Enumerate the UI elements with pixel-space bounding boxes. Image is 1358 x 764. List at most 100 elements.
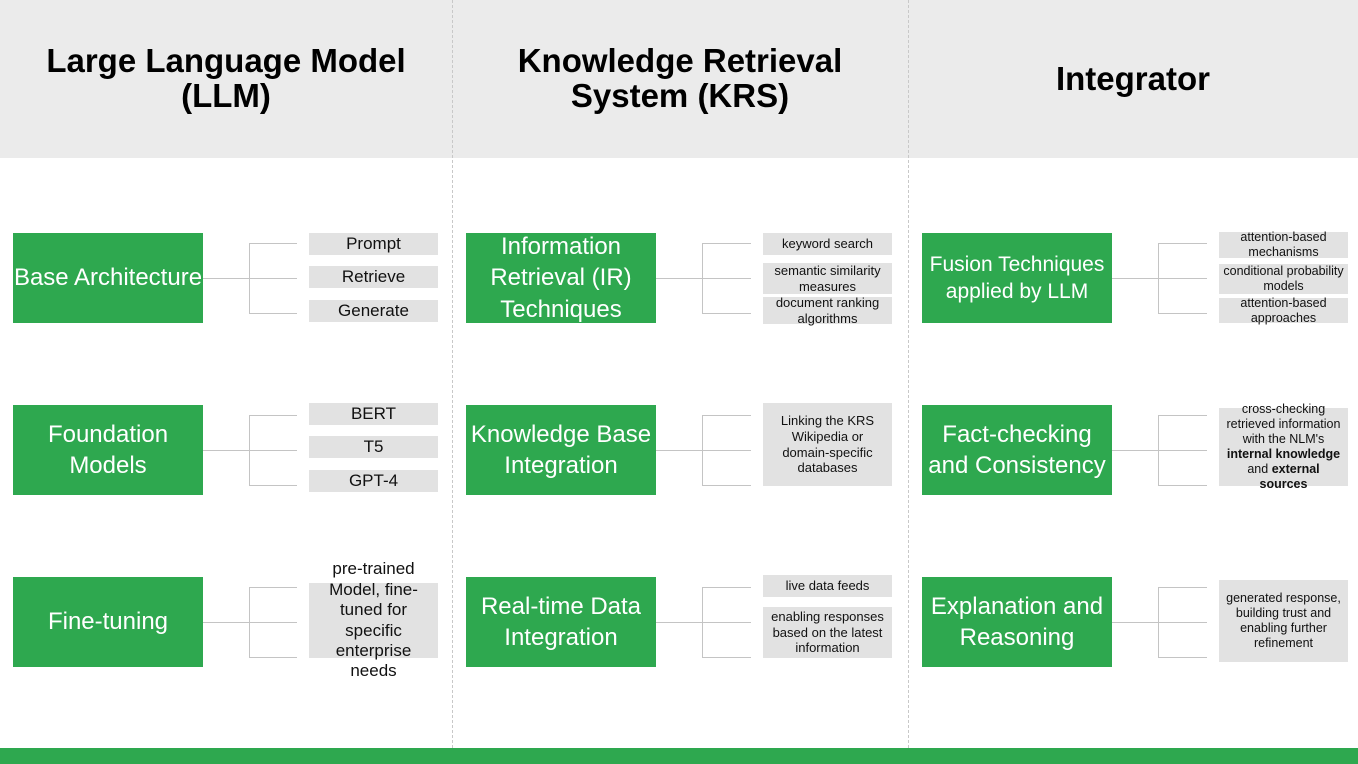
item-text: T5: [363, 436, 384, 456]
item-box: BERT: [309, 403, 438, 425]
group-box: Knowledge Base Integration: [466, 405, 656, 495]
group-box: Explanation and Reasoning: [922, 577, 1112, 667]
item-text: attention-based approaches: [1240, 295, 1327, 325]
group-label: Fact-checking and Consistency: [928, 420, 1106, 479]
group-label: Foundation Models: [47, 420, 169, 479]
connector-line: [656, 622, 702, 623]
connector-line: [203, 278, 249, 279]
group-label: Fine-tuning: [47, 608, 169, 636]
group-box: Real-time Data Integration: [466, 577, 656, 667]
group-box: Foundation Models: [13, 405, 203, 495]
branch-line: [702, 485, 751, 486]
item-text-part: and: [1247, 462, 1272, 476]
item-box: conditional probability models: [1219, 264, 1348, 294]
item-box: live data feeds: [763, 575, 892, 597]
item-text: semantic similarity measures: [774, 262, 881, 294]
branch-line: [1158, 587, 1207, 588]
item-box: keyword search: [763, 233, 892, 255]
column-header: Knowledge Retrieval System (KRS): [452, 0, 908, 158]
item-box: enabling responses based on the latest i…: [763, 607, 892, 658]
group-box: Information Retrieval (IR) Techniques: [466, 233, 656, 323]
branch-line: [1158, 485, 1207, 486]
branch-line: [249, 415, 297, 416]
footer-bar: [0, 748, 1358, 764]
item-text: BERT: [350, 403, 397, 423]
branch-line: [249, 450, 297, 451]
branch-line: [702, 587, 751, 588]
branch-line: [1158, 657, 1207, 658]
item-text-bold: external sources: [1259, 462, 1320, 491]
branch-line: [249, 243, 297, 244]
branch-line: [1158, 415, 1207, 416]
group-box: Fusion Techniques applied by LLM: [922, 233, 1112, 323]
column-header: Integrator: [908, 0, 1358, 158]
branch-line: [702, 415, 751, 416]
branch-line: [702, 450, 751, 451]
group-box: Fine-tuning: [13, 577, 203, 667]
group-label: Explanation and Reasoning: [930, 592, 1104, 651]
item-text: Retrieve: [341, 266, 406, 286]
item-box: cross-checking retrieved information wit…: [1219, 402, 1348, 491]
column-title: Integrator: [1055, 59, 1210, 97]
branch-line: [702, 278, 751, 279]
item-box: generated response, building trust and e…: [1219, 580, 1348, 662]
item-box: Linking the KRS Wikipedia or domain-spec…: [763, 403, 892, 486]
column-header: Large Language Model (LLM): [0, 0, 452, 158]
branch-line: [249, 278, 297, 279]
branch-line: [702, 313, 751, 314]
column-title: Knowledge Retrieval System (KRS): [517, 42, 843, 114]
item-box: Generate: [309, 300, 438, 322]
branch-line: [249, 622, 297, 623]
item-text: cross-checking retrieved information wit…: [1219, 402, 1348, 492]
item-box: T5: [309, 436, 438, 458]
connector-line: [656, 450, 702, 451]
column-title: Large Language Model (LLM): [46, 42, 406, 114]
item-text-bold: internal knowledge: [1226, 447, 1341, 461]
group-label: Fusion Techniques applied by LLM: [929, 252, 1105, 303]
connector-line: [656, 278, 702, 279]
branch-line: [249, 313, 297, 314]
item-box: Prompt: [309, 233, 438, 255]
branch-line: [249, 485, 297, 486]
branch-line: [1158, 622, 1207, 623]
branch-line: [1158, 450, 1207, 451]
connector-line: [1112, 278, 1158, 279]
item-text: keyword search: [781, 236, 874, 252]
item-box: attention-based approaches: [1219, 295, 1348, 325]
connector-line: [203, 622, 249, 623]
branch-line: [1158, 313, 1207, 314]
item-box: attention-based mechanisms: [1219, 230, 1348, 259]
item-text: conditional probability models: [1223, 264, 1344, 293]
branch-line: [702, 657, 751, 658]
item-text-part: cross-checking retrieved information wit…: [1226, 402, 1341, 446]
group-label: Base Architecture: [13, 264, 203, 292]
branch-line: [702, 243, 751, 244]
item-text: attention-based mechanisms: [1240, 230, 1327, 259]
item-text: document ranking algorithms: [775, 294, 880, 326]
connector-line: [1112, 450, 1158, 451]
group-label: Information Retrieval (IR) Techniques: [490, 233, 632, 323]
connector-line: [1112, 622, 1158, 623]
branch-line: [702, 622, 751, 623]
branch-line: [249, 587, 297, 588]
group-label: Real-time Data Integration: [480, 592, 642, 651]
item-box: Retrieve: [309, 266, 438, 288]
branch-line: [1158, 243, 1207, 244]
item-text: GPT-4: [348, 470, 399, 490]
item-box: GPT-4: [309, 470, 438, 492]
item-text: Linking the KRS Wikipedia or domain-spec…: [780, 413, 875, 476]
item-text: enabling responses based on the latest i…: [771, 609, 884, 656]
group-box: Base Architecture: [13, 233, 203, 323]
item-box: pre-trained Model, fine-tuned for specif…: [309, 559, 438, 680]
item-text: Prompt: [346, 233, 401, 253]
group-label: Knowledge Base Integration: [470, 420, 652, 479]
branch-line: [1158, 278, 1207, 279]
item-text: generated response, building trust and e…: [1226, 591, 1341, 650]
item-text: live data feeds: [785, 578, 870, 594]
item-box: document ranking algorithms: [763, 294, 892, 326]
column-divider: [908, 0, 909, 748]
item-text: pre-trained Model, fine-tuned for specif…: [329, 559, 418, 681]
item-text: Generate: [338, 300, 409, 320]
connector-line: [203, 450, 249, 451]
group-box: Fact-checking and Consistency: [922, 405, 1112, 495]
